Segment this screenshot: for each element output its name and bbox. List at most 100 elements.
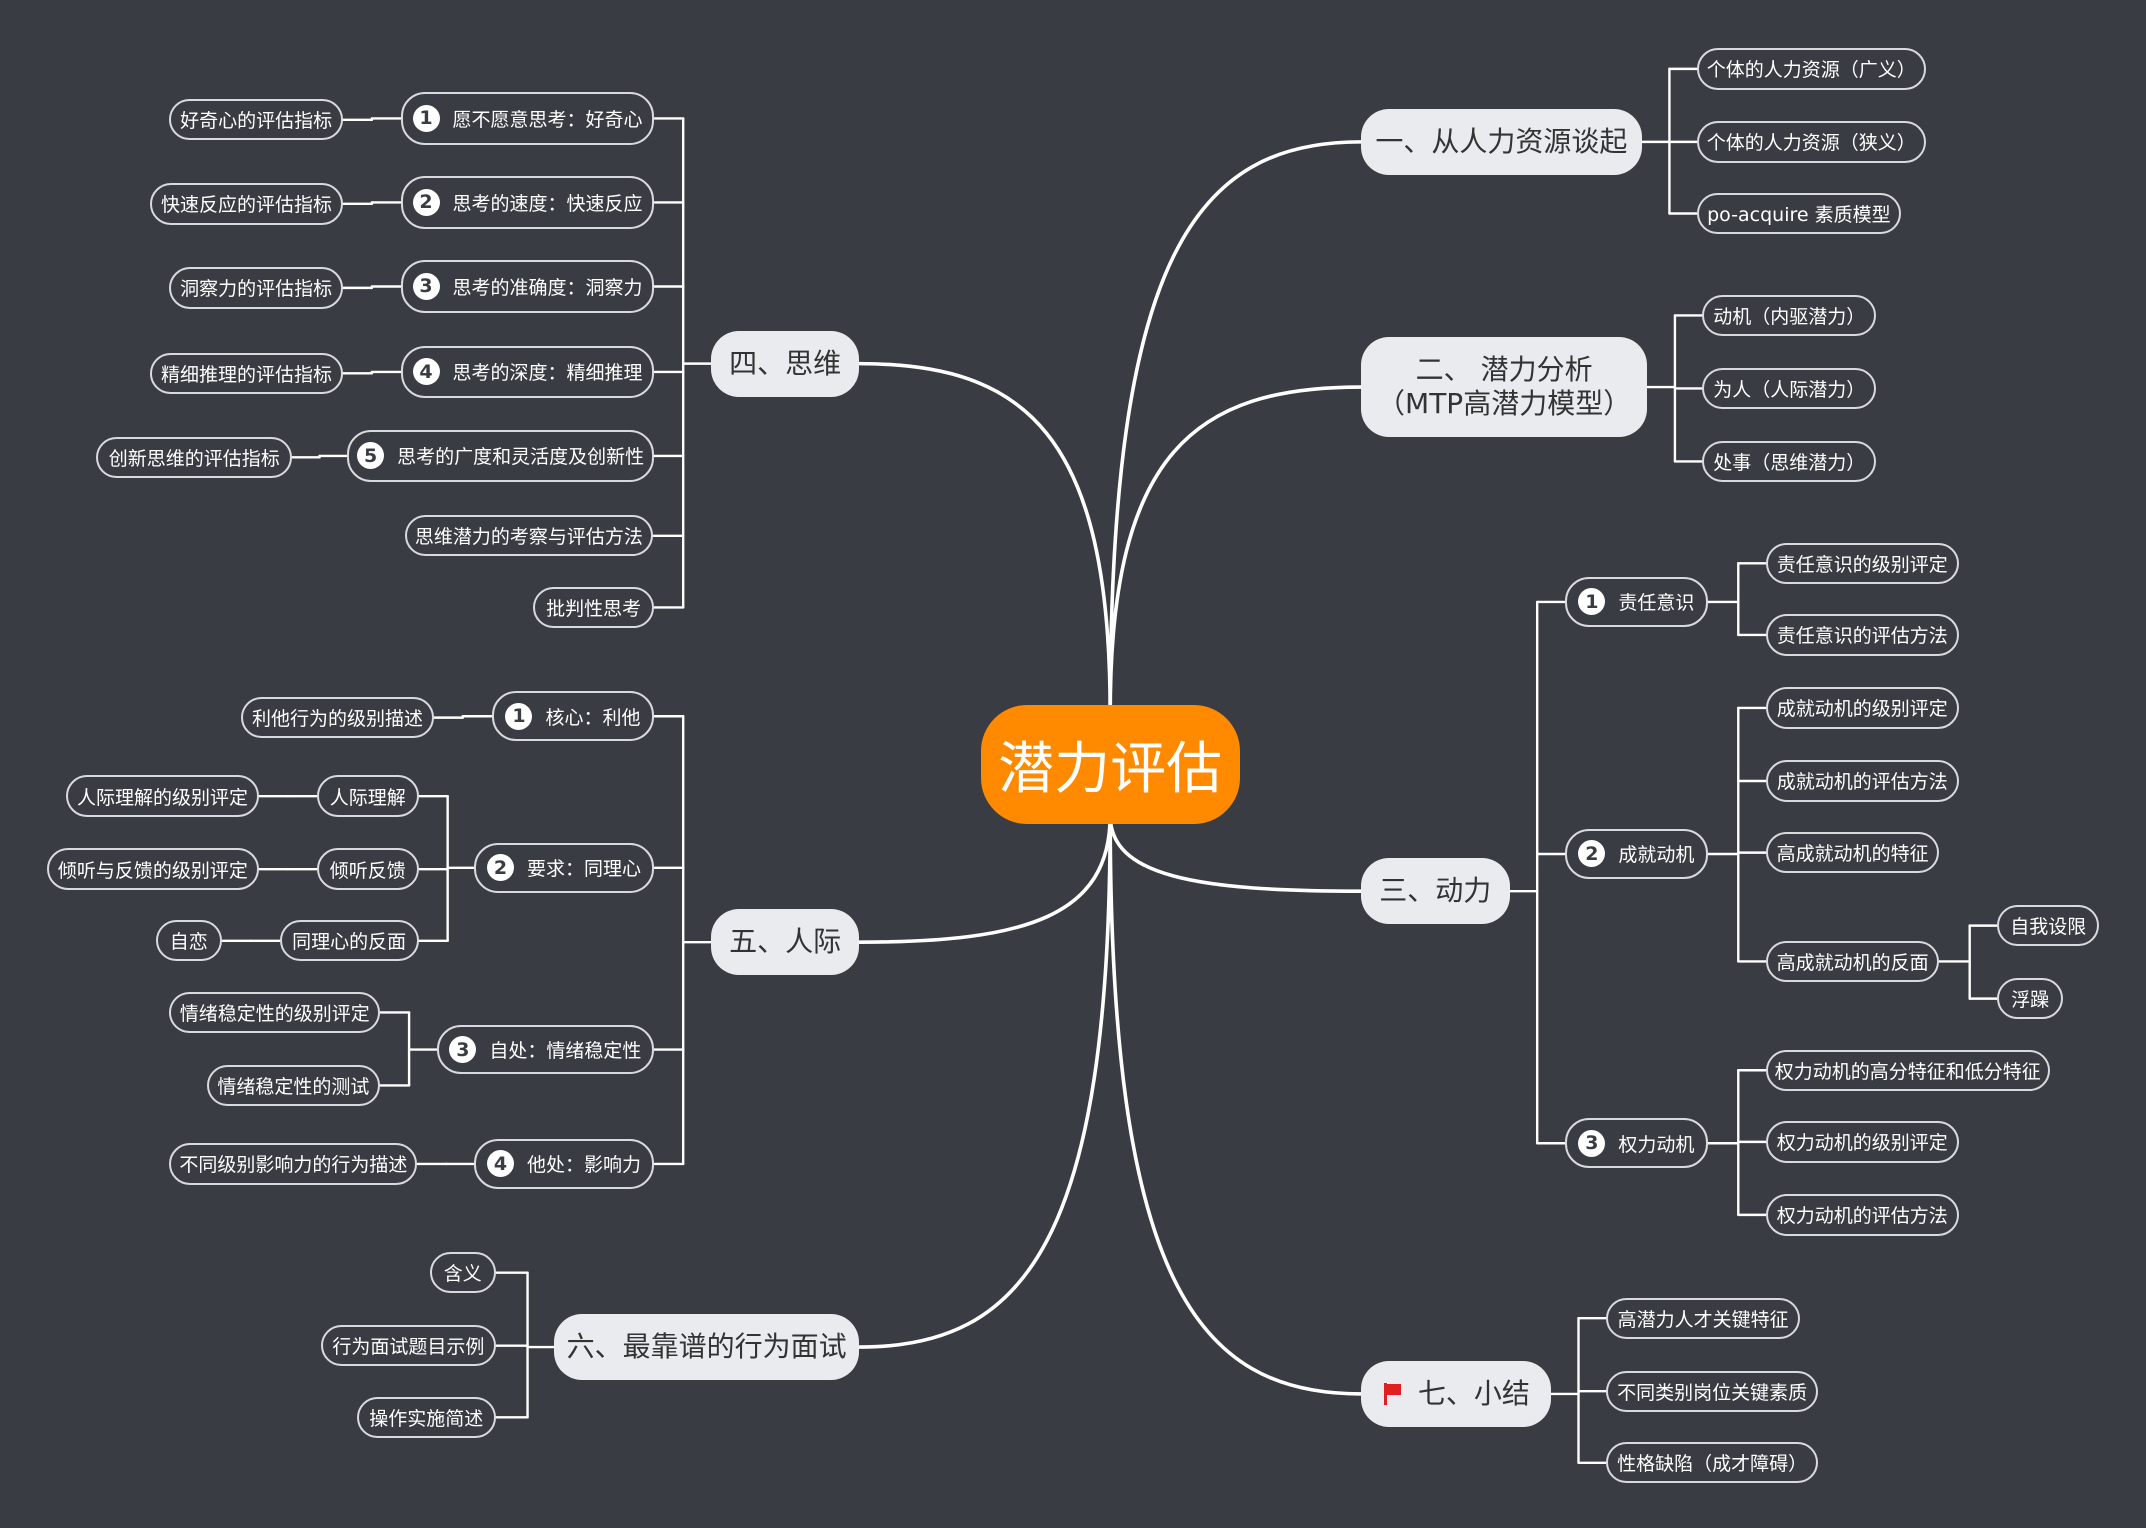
topic-label: 责任意识 <box>1618 592 1695 615</box>
subtopic[interactable]: 处事（思维潜力） <box>1702 440 1877 483</box>
detail-topic[interactable]: 倾听与反馈的级别评定 <box>46 848 259 890</box>
topic-label: 不同类别岗位关键素质 <box>1617 1381 1808 1404</box>
topic-label: 责任意识的级别评定 <box>1776 553 1948 576</box>
topic-label: 个体的人力资源（狭义） <box>1706 132 1916 155</box>
subtopic[interactable]: 性格缺陷（成才障碍） <box>1606 1442 1819 1484</box>
main-topic[interactable]: 二、 潜力分析（MTP高潜力模型） <box>1360 337 1648 437</box>
topic-label: 权力动机的级别评定 <box>1776 1132 1948 1155</box>
topic-label: 成就动机的评估方法 <box>1776 771 1948 794</box>
main-branch-curve <box>1108 813 1363 893</box>
subtopic[interactable]: 2 成就动机 <box>1564 829 1708 879</box>
detail-topic[interactable]: 人际理解的级别评定 <box>66 775 259 817</box>
main-branch-curve <box>857 361 1112 716</box>
subtopic[interactable]: po-acquire 素质模型 <box>1696 192 1901 235</box>
subtopic[interactable]: 个体的人力资源（广义） <box>1696 48 1926 90</box>
detail-topic[interactable]: 权力动机的高分特征和低分特征 <box>1765 1049 2050 1091</box>
main-topic-label-line: （MTP高潜力模型） <box>1377 387 1632 421</box>
subtopic[interactable]: 个体的人力资源（狭义） <box>1696 121 1926 163</box>
detail-topic[interactable]: 自我设限 <box>1997 904 2100 947</box>
number-badge: 1 <box>412 104 440 132</box>
topic-label: 倾听反馈 <box>329 859 406 882</box>
subtopic[interactable]: 动机（内驱潜力） <box>1702 294 1877 337</box>
topic-label: 要求：同理心 <box>527 858 642 881</box>
topic-label: 他处：影响力 <box>527 1154 642 1177</box>
main-topic[interactable]: 四、思维 <box>710 330 860 397</box>
detail-topic[interactable]: 同理心的反面 <box>279 920 419 962</box>
subtopic[interactable]: 3 权力动机 <box>1564 1118 1708 1169</box>
subtopic[interactable]: 3 思考的准确度：洞察力 <box>400 260 655 313</box>
subtopic[interactable]: 高潜力人才关键特征 <box>1606 1297 1801 1339</box>
detail-topic[interactable]: 情绪稳定性的测试 <box>206 1064 381 1107</box>
subtopic[interactable]: 操作实施简述 <box>356 1396 496 1438</box>
topic-label: 自处：情绪稳定性 <box>489 1040 642 1063</box>
main-topic[interactable]: 三、动力 <box>1360 858 1510 925</box>
detail-topic[interactable]: 高成就动机的特征 <box>1765 831 1940 874</box>
main-topic[interactable]: 六、最靠谱的行为面试 <box>553 1314 860 1381</box>
detail-topic[interactable]: 好奇心的评估指标 <box>169 99 343 141</box>
detail-topic[interactable]: 利他行为的级别描述 <box>241 696 434 739</box>
subtopic[interactable]: 为人（人际潜力） <box>1702 367 1877 410</box>
detail-topic[interactable]: 情绪稳定性的级别评定 <box>169 991 381 1034</box>
detail-topic[interactable]: 人际理解 <box>316 775 419 817</box>
topic-label: 好奇心的评估指标 <box>180 110 333 133</box>
number-badge: 3 <box>412 272 440 300</box>
main-topic[interactable]: 五、人际 <box>710 909 860 976</box>
main-topic-label: 五、人际 <box>729 925 842 959</box>
topic-label: 思考的准确度：洞察力 <box>452 276 643 299</box>
subtopic[interactable]: 不同类别岗位关键素质 <box>1606 1370 1819 1412</box>
detail-topic[interactable]: 倾听反馈 <box>316 848 419 890</box>
detail-topic[interactable]: 浮躁 <box>1997 977 2064 1020</box>
subtopic[interactable]: 含义 <box>429 1252 496 1294</box>
topic-label: 高成就动机的特征 <box>1776 843 1929 866</box>
detail-topic[interactable]: 高成就动机的反面 <box>1765 940 1940 983</box>
detail-topic[interactable]: 快速反应的评估指标 <box>150 183 343 225</box>
detail-topic[interactable]: 创新思维的评估指标 <box>96 436 292 478</box>
topic-label: 责任意识的评估方法 <box>1776 625 1948 648</box>
detail-topic[interactable]: 权力动机的评估方法 <box>1765 1194 1959 1236</box>
detail-topic[interactable]: 成就动机的评估方法 <box>1765 760 1959 802</box>
topic-label: 思考的速度：快速反应 <box>452 192 643 215</box>
topic-label: 权力动机的评估方法 <box>1776 1205 1948 1228</box>
topic-label: 性格缺陷（成才障碍） <box>1617 1453 1808 1476</box>
number-badge: 2 <box>1578 840 1606 868</box>
topic-label: 高潜力人才关键特征 <box>1617 1308 1789 1331</box>
topic-label: 行为面试题目示例 <box>332 1336 485 1359</box>
topic-label: 权力动机 <box>1618 1133 1695 1156</box>
detail-topic[interactable]: 成就动机的级别评定 <box>1765 687 1959 729</box>
subtopic[interactable]: 3 自处：情绪稳定性 <box>436 1024 655 1075</box>
detail-topic[interactable]: 精细推理的评估指标 <box>150 352 343 394</box>
topic-label: 创新思维的评估指标 <box>108 447 280 470</box>
detail-topic[interactable]: 权力动机的级别评定 <box>1765 1121 1959 1163</box>
detail-topic[interactable]: 责任意识的评估方法 <box>1765 614 1959 656</box>
detail-topic[interactable]: 责任意识的级别评定 <box>1765 542 1959 584</box>
detail-topic[interactable]: 洞察力的评估指标 <box>169 267 343 309</box>
topic-label: 洞察力的评估指标 <box>180 278 333 301</box>
topic-label: 精细推理的评估指标 <box>161 363 333 386</box>
main-topic[interactable]: 七、小结 <box>1360 1360 1551 1427</box>
central-topic[interactable]: 潜力评估 <box>980 705 1240 824</box>
subtopic[interactable]: 批判性思考 <box>533 586 655 629</box>
number-badge: 3 <box>1578 1129 1606 1157</box>
main-branch-curve <box>1108 813 1363 1396</box>
topic-label: 思维潜力的考察与评估方法 <box>414 526 643 549</box>
red-flag-icon <box>1382 1382 1402 1405</box>
number-badge: 3 <box>449 1036 477 1064</box>
topic-label: po-acquire 素质模型 <box>1707 203 1891 226</box>
topic-label: 成就动机 <box>1618 844 1695 867</box>
subtopic[interactable]: 思维潜力的考察与评估方法 <box>404 515 653 557</box>
main-branch-curve <box>857 813 1112 944</box>
subtopic[interactable]: 行为面试题目示例 <box>320 1325 496 1367</box>
main-topic[interactable]: 一、从人力资源谈起 <box>1360 108 1642 175</box>
detail-topic[interactable]: 不同级别影响力的行为描述 <box>169 1143 418 1185</box>
detail-topic[interactable]: 自恋 <box>155 920 222 962</box>
main-branch-curve <box>857 813 1112 1349</box>
